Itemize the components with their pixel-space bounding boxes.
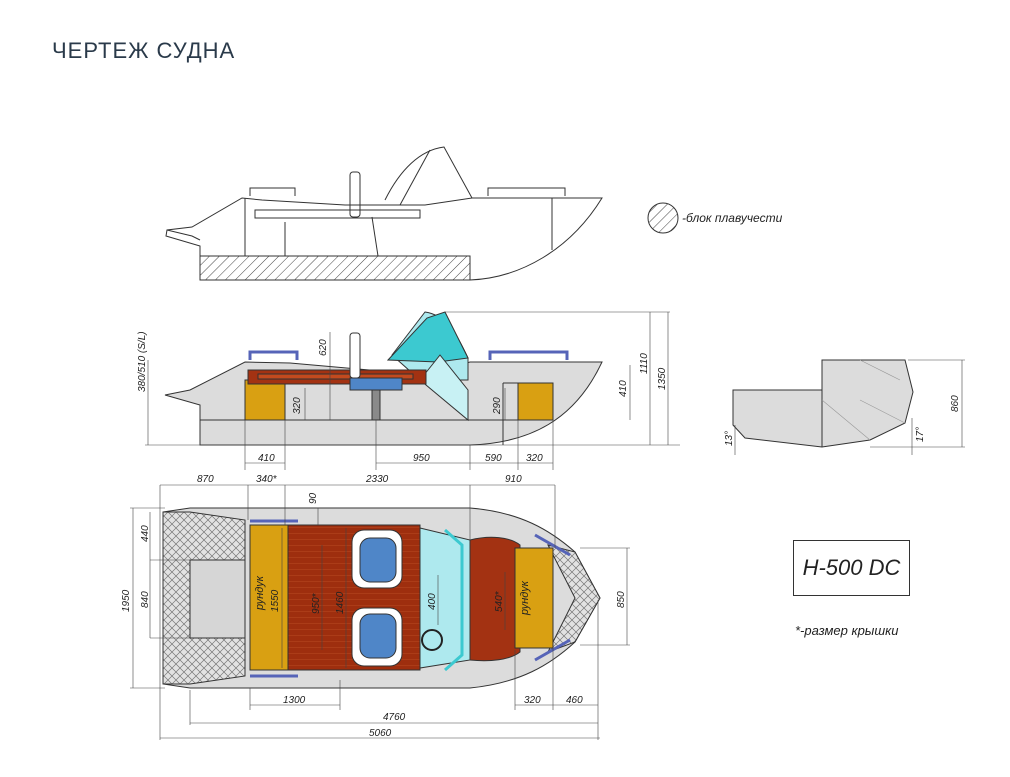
seat-back-side2	[349, 332, 361, 379]
dim-410-bottom: 410	[258, 453, 275, 464]
angle-13: 13°	[724, 431, 735, 446]
end-view	[732, 359, 914, 448]
dim-1550: 1550	[270, 589, 281, 612]
dim-5060: 5060	[369, 728, 392, 739]
dim-400: 400	[427, 593, 438, 610]
dim-1110: 1110	[639, 353, 650, 374]
fwd-locker-side	[517, 382, 554, 421]
seat-side	[349, 377, 403, 391]
dim-320-bottom: 320	[526, 453, 543, 464]
rail-fwd-side1	[487, 187, 566, 196]
windshield-side	[386, 311, 469, 363]
side-view-outline	[165, 146, 603, 281]
dim-440: 440	[140, 525, 151, 542]
dim-950-lid: 950*	[311, 592, 322, 614]
float-block-side	[199, 255, 471, 281]
steering-wheel	[421, 629, 443, 651]
end-view-dimension-lines	[734, 359, 965, 455]
dim-1460: 1460	[335, 591, 346, 614]
legend-label: -блок плавучести	[682, 211, 783, 225]
float-block-legend-icon	[647, 202, 679, 234]
aft-locker-side	[244, 379, 286, 421]
dim-90: 90	[308, 492, 319, 504]
bow-float-block	[546, 544, 601, 653]
rail-aft-side2	[248, 350, 299, 360]
model-name-box: H-500 DC	[793, 540, 910, 596]
rail-aft-side1	[249, 187, 296, 196]
top-view	[162, 507, 601, 689]
dim-840: 840	[140, 591, 151, 608]
dim-950-bottom: 950	[413, 453, 430, 464]
dim-460: 460	[566, 695, 583, 706]
dim-850: 850	[616, 591, 627, 608]
dim-1350: 1350	[657, 367, 668, 390]
seat-back-side1	[349, 171, 361, 218]
dim-910: 910	[505, 474, 522, 485]
dim-1950: 1950	[121, 589, 132, 612]
dim-2330: 2330	[365, 474, 389, 485]
dim-860: 860	[950, 395, 961, 412]
fwd-locker-top	[514, 547, 554, 649]
dim-380-510: 380/510 (S/L)	[137, 331, 148, 392]
dim-870: 870	[197, 474, 214, 485]
dim-340: 340*	[256, 474, 278, 485]
windshield-top	[444, 528, 464, 672]
dim-540: 540*	[494, 590, 505, 612]
dim-290: 290	[492, 397, 503, 415]
locker-label-aft: рундук	[254, 575, 266, 611]
dim-4760: 4760	[383, 712, 406, 723]
page-title: ЧЕРТЕЖ СУДНА	[52, 38, 236, 63]
side-view-dimension-lines	[145, 311, 680, 470]
dim-410-side: 410	[618, 380, 629, 397]
rail-fwd-side2	[488, 350, 569, 360]
dim-590: 590	[485, 453, 502, 464]
dim-1300: 1300	[283, 695, 306, 706]
angle-17: 17°	[915, 427, 926, 442]
locker-label-fwd: рундук	[519, 580, 531, 616]
side-view-colored	[164, 311, 603, 446]
dim-620: 620	[318, 339, 329, 356]
dim-320-top: 320	[524, 695, 541, 706]
dim-320-side: 320	[292, 397, 303, 414]
lid-size-note: *-размер крышки	[795, 623, 899, 638]
top-view-dimension-lines	[130, 484, 630, 740]
